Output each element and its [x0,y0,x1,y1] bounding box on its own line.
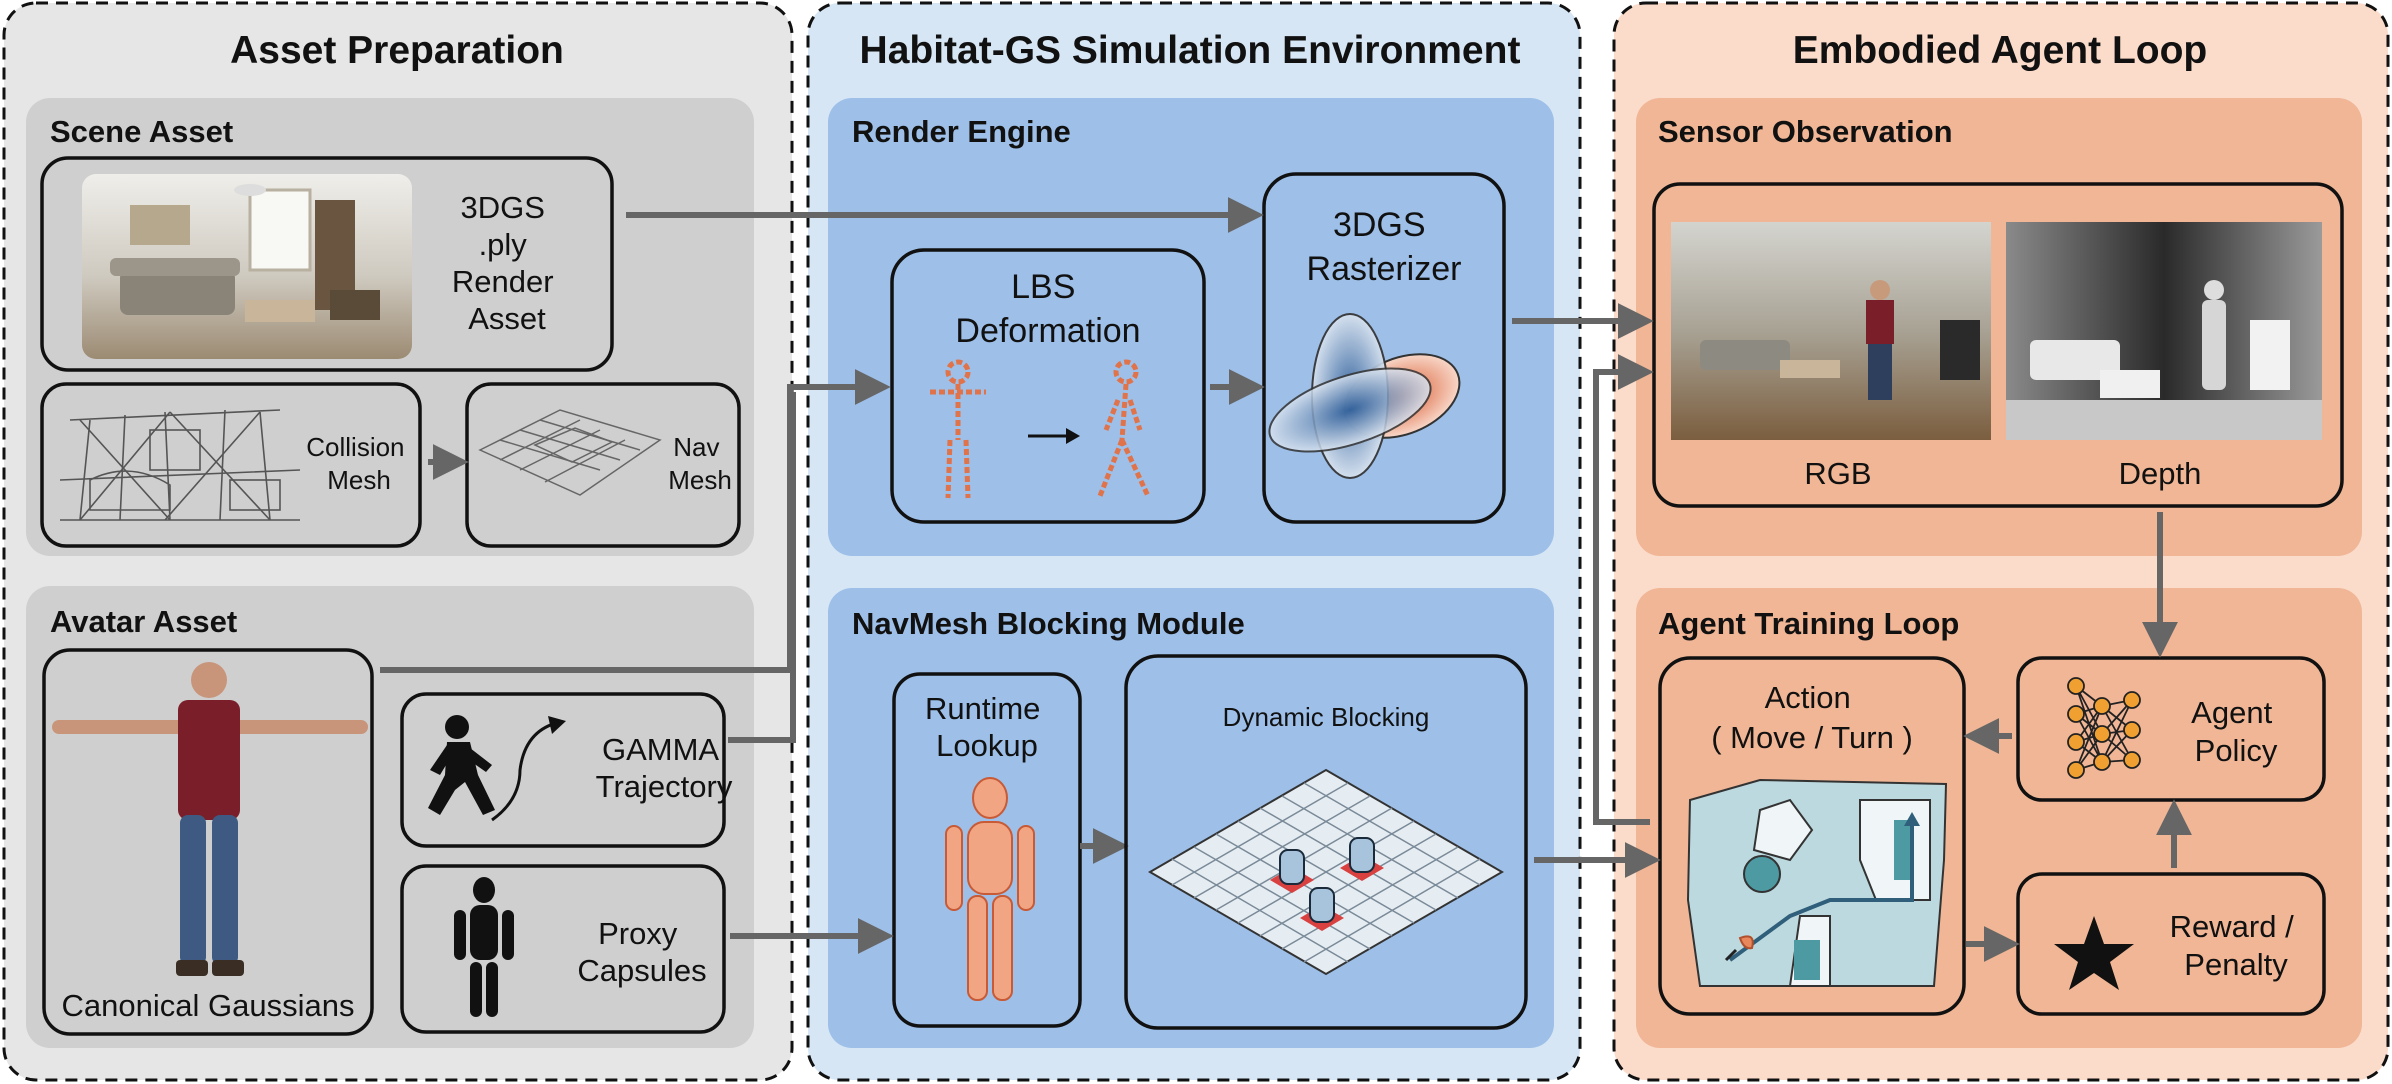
render-engine-panel [828,98,1554,556]
capsule-avatar-figure [945,777,1035,1001]
runtime-lookup-box [892,672,1082,1028]
3dgs-rasterizer-box [1262,172,1506,524]
blocking-grid [1148,768,1504,976]
gamma-to-lbs-arrow [728,392,796,743]
asset-preparation-title: Asset Preparation [230,29,564,72]
canonical-avatar-figure [52,662,368,976]
proxy-capsules-box [400,864,726,1034]
agent-training-title: Agent Training Loop [1658,606,1959,641]
collision-mesh-label: Collision Mesh [306,432,412,495]
proxy-capsules-label: Proxy Capsules [577,916,706,988]
action-box [1658,656,1966,1016]
star-icon [2054,916,2134,990]
lbs-walking-figure [1097,359,1151,498]
walking-person-icon [428,715,495,815]
canonical-gaussians-label: Canonical Gaussians [62,988,355,1023]
rgb-image [1671,222,1991,440]
sensor-observation-title: Sensor Observation [1658,114,1953,149]
agent-loop-title: Embodied Agent Loop [1793,29,2208,72]
sensor-observation-panel [1636,98,2362,556]
3dgs-rasterizer-label: 3DGS Rasterizer [1307,206,1462,288]
render-asset-box [40,156,614,372]
depth-label: Depth [2119,456,2202,491]
living-room-render-image [82,174,412,359]
reward-penalty-label: Reward / Penalty [2170,909,2303,982]
nav-mesh-label: Nav Mesh [668,432,732,495]
depth-image [2006,222,2322,440]
dynamic-blocking-label: Dynamic Blocking [1223,702,1430,732]
canonical-gaussians-box [42,648,374,1036]
render-engine-title: Render Engine [852,114,1071,149]
agent-policy-label: Agent Policy [2191,695,2281,768]
navmesh-module-title: NavMesh Blocking Module [852,606,1245,641]
scene-asset-title: Scene Asset [50,114,233,149]
dynamic-blocking-box [1124,654,1528,1030]
mannequin-icon [454,877,514,1017]
lbs-deformation-label: LBS Deformation [955,268,1140,350]
avatar-asset-title: Avatar Asset [50,604,237,639]
simulation-title: Habitat-GS Simulation Environment [860,29,1521,72]
render-asset-label: 3DGS .ply Render Asset [452,190,562,336]
collision-mesh-sketch [59,409,301,521]
action-label: Action ( Move / Turn ) [1711,680,1913,755]
navigation-map-icon [1686,778,1948,987]
gaussian-ellipsoids-icon [1268,313,1461,479]
action-feedback-to-sensor-arrow [1593,354,1654,825]
neural-network-icon [2067,677,2141,779]
nav-mesh-sketch [478,409,662,496]
gamma-trajectory-label: GAMMA Trajectory [596,732,733,804]
gamma-trajectory-box [400,692,726,848]
rgb-label: RGB [1804,456,1871,491]
sensor-images-box [1652,182,2344,508]
runtime-lookup-label: Runtime Lookup [925,691,1049,763]
trajectory-curve-icon [491,720,561,822]
collision-mesh-box [40,382,422,548]
lbs-tpose-figure [930,359,986,499]
connector-arrows [380,197,2192,962]
lbs-deformation-box [890,248,1206,524]
